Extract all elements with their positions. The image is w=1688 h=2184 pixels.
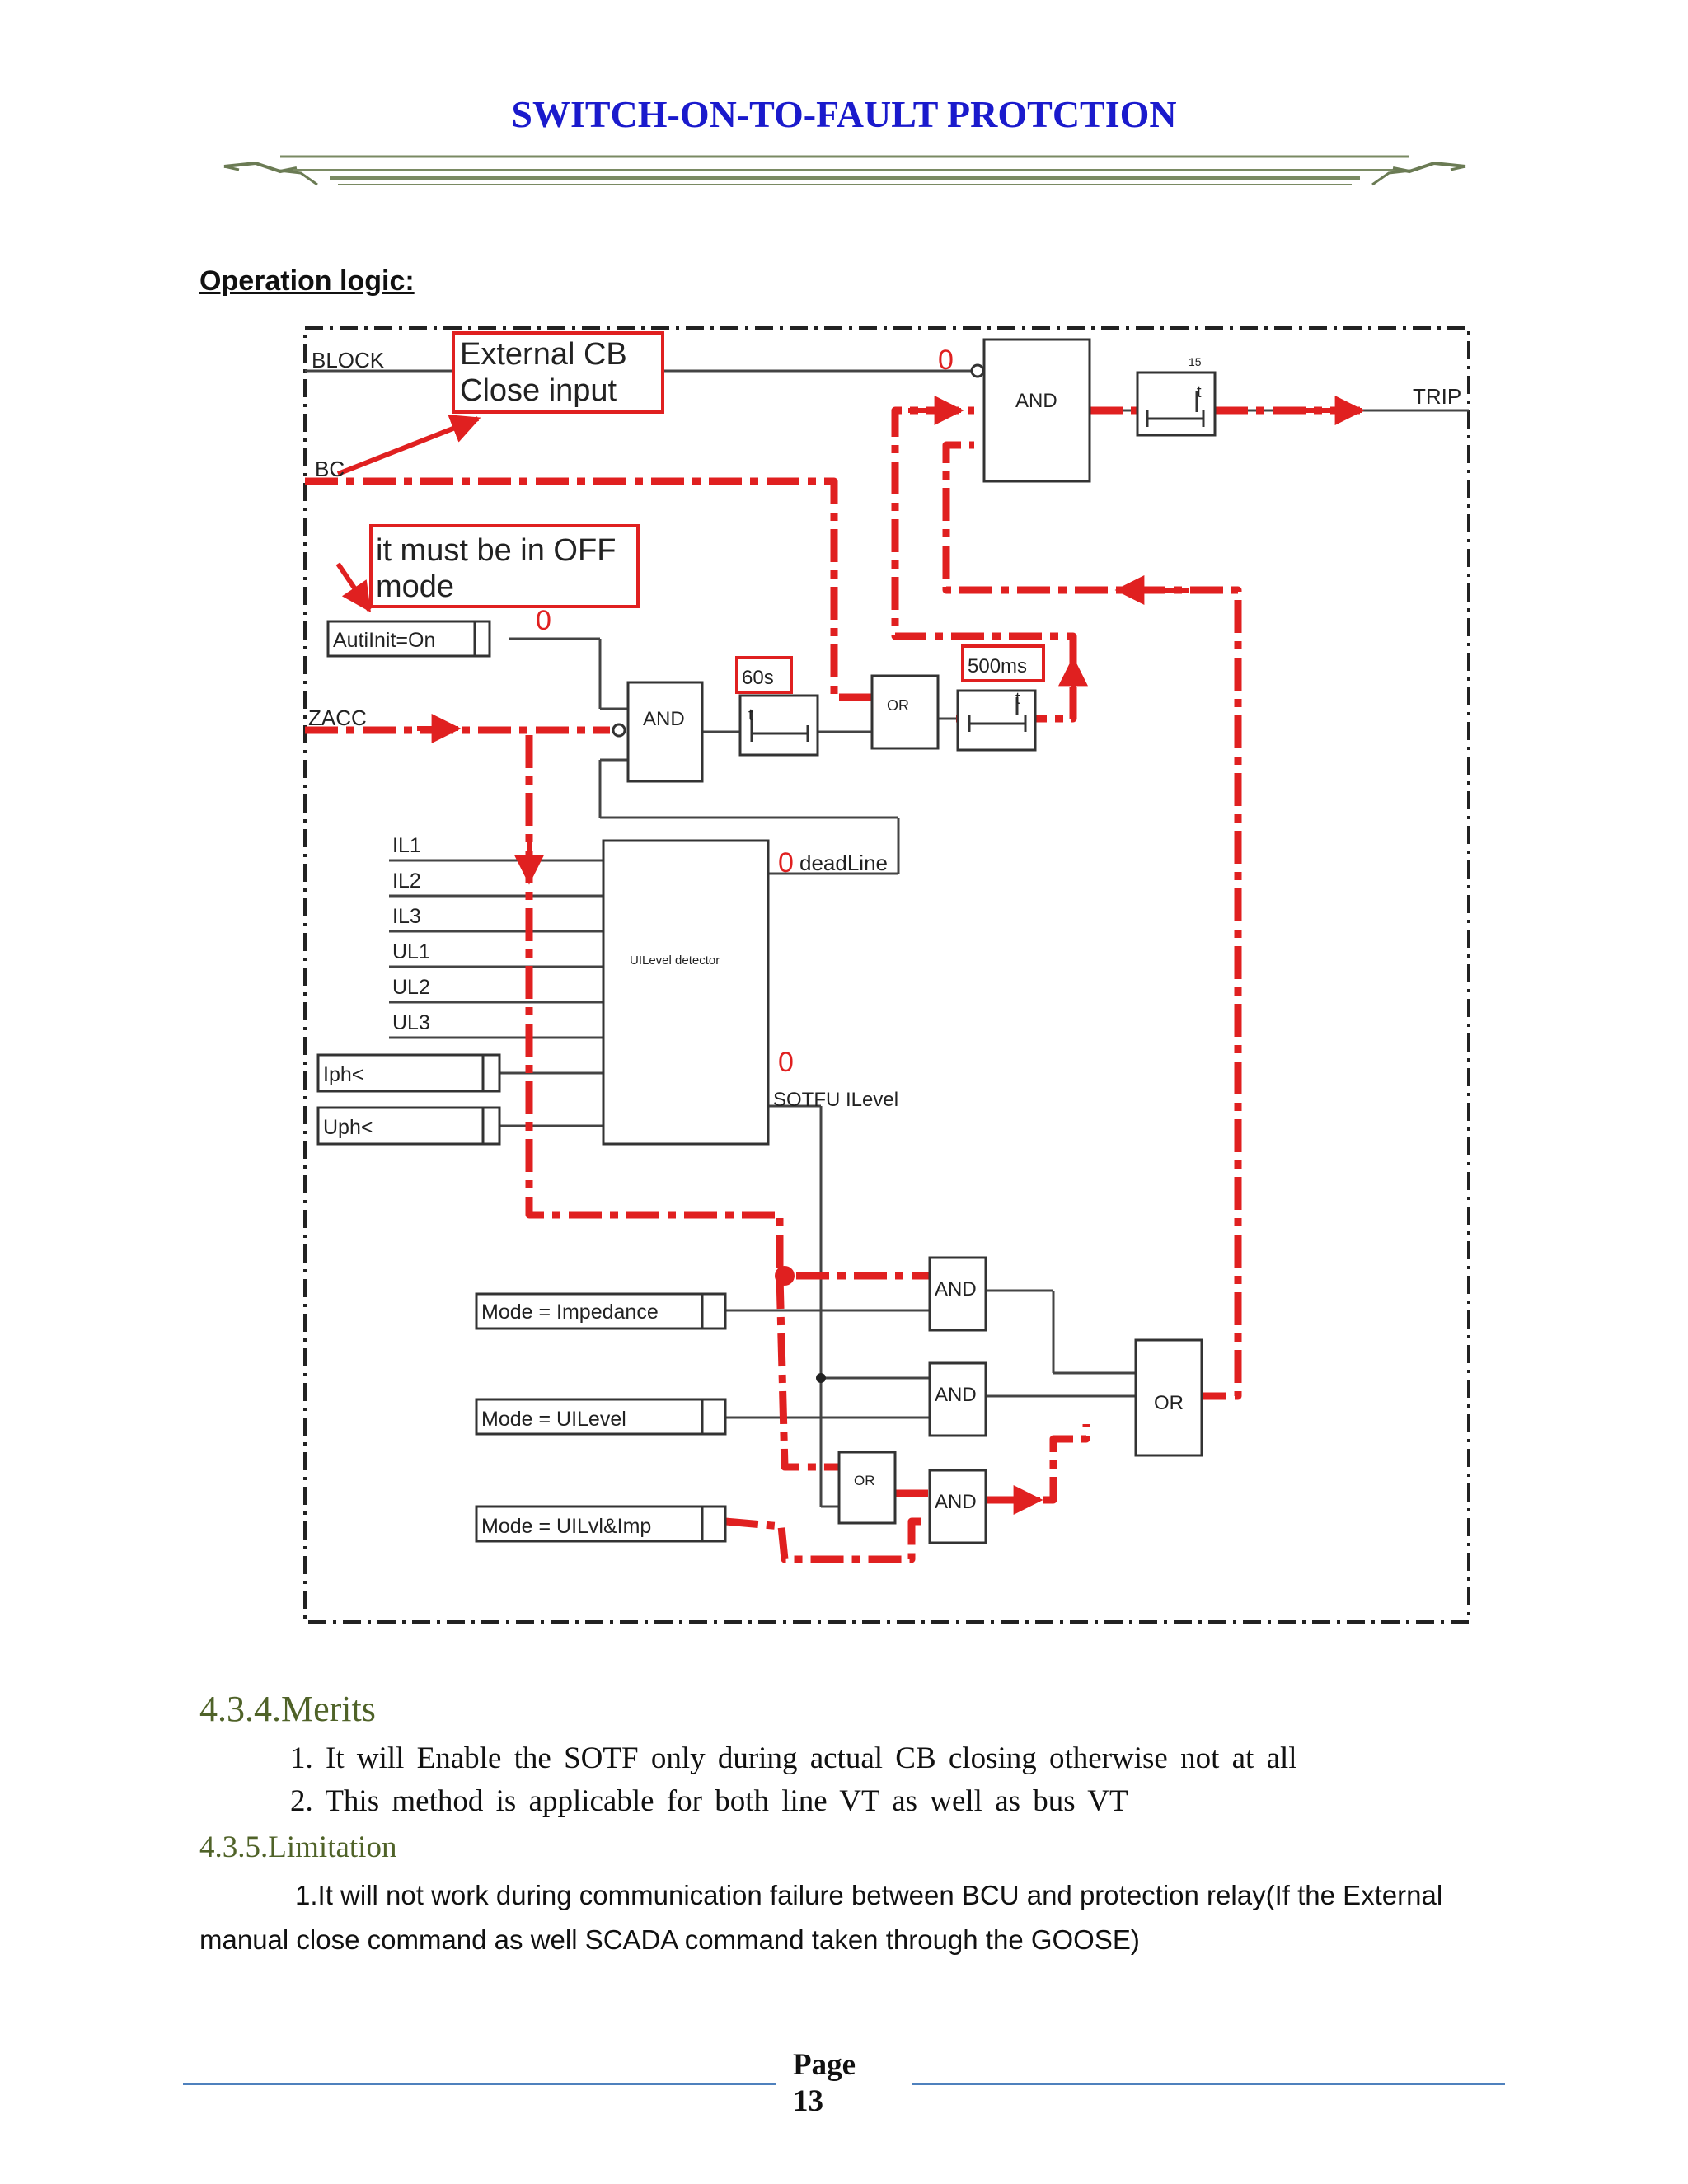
state-zero-and: 0 xyxy=(938,344,954,376)
and-gate-trip xyxy=(982,338,1091,483)
trip-label: TRIP xyxy=(1413,384,1461,409)
page-number-value: 13 xyxy=(793,2084,823,2118)
and-gate-ul xyxy=(928,1361,987,1437)
and-gate-zacc xyxy=(626,681,704,783)
bc-input-label: BC xyxy=(315,457,345,481)
or-gate-bc xyxy=(870,674,940,750)
state-zero-sotfu: 0 xyxy=(778,1047,794,1078)
decorative-divider xyxy=(223,155,1466,186)
section-heading: Operation logic: xyxy=(199,265,415,297)
off-mode-line2: mode xyxy=(376,569,454,604)
detector-label: UILevel detector xyxy=(630,954,720,968)
page-title: SWITCH-ON-TO-FAULT PROTCTION xyxy=(511,93,1177,135)
sotfu-label: SOTFU ILevel xyxy=(773,1089,898,1111)
il2-label: IL2 xyxy=(392,869,421,893)
limitation-text: 1.It will not work during communication … xyxy=(199,1880,1443,1955)
timer-15-t: t xyxy=(1197,383,1202,401)
timer-15 xyxy=(1136,371,1217,437)
zacc-input-label: ZACC xyxy=(308,705,367,730)
or-gate-final xyxy=(1134,1338,1203,1457)
external-cb-callout xyxy=(452,331,664,414)
timer-60s-label: 60s xyxy=(742,667,774,689)
merit-item-2: 2. This method is applicable for both li… xyxy=(290,1784,1128,1818)
timer-500ms-label-box xyxy=(961,644,1045,682)
ul2-label: UL2 xyxy=(392,976,430,999)
block-input-label: BLOCK xyxy=(312,348,385,373)
page-label: Page xyxy=(793,2048,856,2082)
off-mode-line1: it must be in OFF xyxy=(376,533,616,568)
timer-60s xyxy=(738,694,819,757)
sotf-logic-diagram: BLOCK BC ZACC External CB Close input it… xyxy=(303,326,1470,1624)
ul1-label: UL1 xyxy=(392,940,430,963)
timer-500ms-t: t xyxy=(1015,690,1020,708)
mode-uilevel-label: Mode = UILevel xyxy=(481,1408,626,1431)
or-gate-mode-label: OR xyxy=(854,1473,875,1488)
and-gate-imp-label: AND xyxy=(935,1278,977,1301)
autiinit-setting xyxy=(326,620,491,658)
merits-heading: 4.3.4.Merits xyxy=(199,1689,376,1729)
uilevel-detector xyxy=(602,839,770,1146)
autiinit-label: AutiInit=On xyxy=(333,629,435,652)
state-zero-autiinit: 0 xyxy=(536,605,551,636)
and-gate-zacc-label: AND xyxy=(643,708,685,730)
and-gate-ulimp-label: AND xyxy=(935,1491,977,1513)
ul3-label: UL3 xyxy=(392,1011,430,1034)
uph-setting xyxy=(316,1106,501,1146)
and-gate-ul-label: AND xyxy=(935,1384,977,1406)
page-number: Page 13 xyxy=(793,2047,856,2120)
or-gate-final-label: OR xyxy=(1154,1392,1184,1414)
footer-rule-left xyxy=(183,2083,776,2085)
and-gate-imp xyxy=(928,1256,987,1332)
or-gate-bc-label: OR xyxy=(887,697,909,714)
mode-impedance-label: Mode = Impedance xyxy=(481,1301,659,1324)
limitation-heading: 4.3.5.Limitation xyxy=(199,1830,397,1864)
timer-60s-label-box xyxy=(735,656,793,694)
footer-rule-right xyxy=(912,2083,1505,2085)
iph-setting xyxy=(316,1053,501,1093)
external-cb-line1: External CB xyxy=(460,337,627,372)
or-gate-mode xyxy=(837,1451,897,1525)
timer-15-label: 15 xyxy=(1189,355,1202,368)
deadline-label: deadLine xyxy=(799,851,888,875)
and-gate-ulimp xyxy=(928,1469,987,1544)
diagram-frame xyxy=(303,326,1470,1624)
timer-60s-t: t xyxy=(748,706,753,724)
off-mode-callout xyxy=(369,524,640,608)
il1-label: IL1 xyxy=(392,834,421,857)
iph-label: Iph< xyxy=(323,1063,363,1086)
il3-label: IL3 xyxy=(392,905,421,928)
external-cb-line2: Close input xyxy=(460,373,617,408)
mode-uilvlimp-label: Mode = UILvl&Imp xyxy=(481,1515,651,1538)
uph-label: Uph< xyxy=(323,1116,373,1139)
state-zero-deadline: 0 xyxy=(778,847,794,879)
and-gate-trip-label: AND xyxy=(1015,390,1057,412)
merit-item-1: 1. It will Enable the SOTF only during a… xyxy=(290,1741,1297,1775)
timer-500ms-label: 500ms xyxy=(968,655,1027,677)
timer-500ms xyxy=(956,689,1037,752)
